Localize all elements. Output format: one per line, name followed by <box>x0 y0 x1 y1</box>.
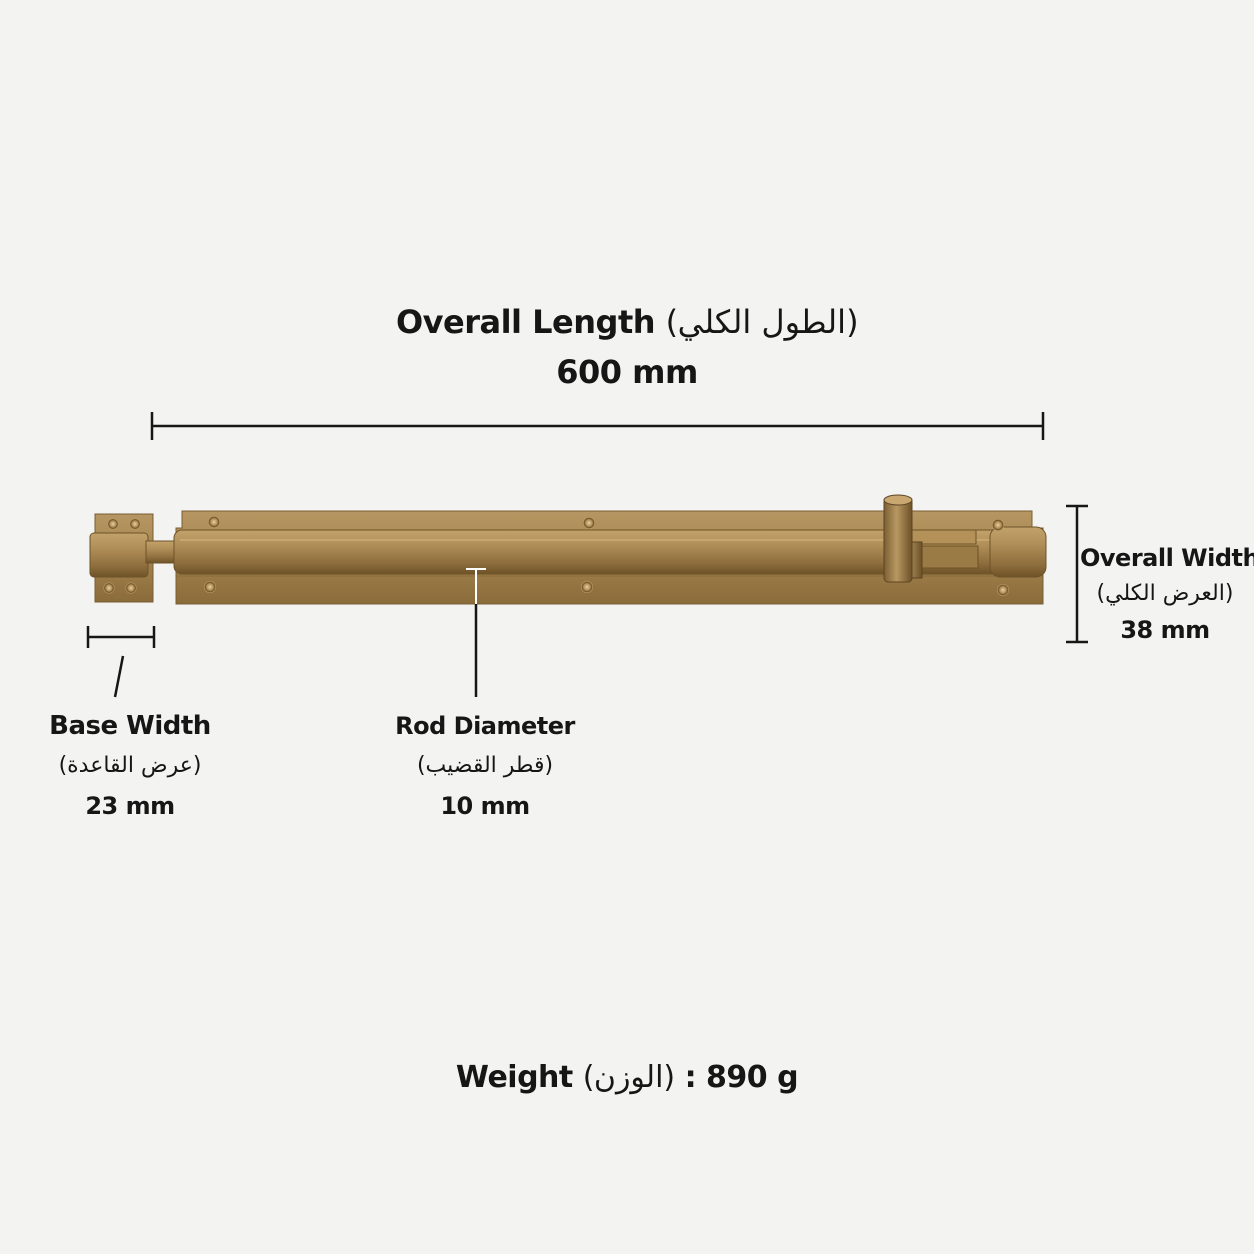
bolt-knob <box>883 494 979 583</box>
bolt-keeper <box>89 513 177 603</box>
overall-length-value: 600 mm <box>556 353 698 391</box>
screw-hole <box>129 518 141 530</box>
weight-title-ar: (الوزن) <box>582 1060 675 1095</box>
screw-hole <box>103 582 115 594</box>
base-width-title-ar: (عرض القاعدة) <box>58 753 202 778</box>
screw-hole <box>583 517 595 529</box>
screw-hole <box>107 518 119 530</box>
base-width-dimension <box>86 626 156 698</box>
bolt-rod <box>173 526 1047 578</box>
screw-hole <box>992 519 1004 531</box>
rod-diameter-title-ar: (قطر القضيب) <box>416 753 554 778</box>
screw-hole <box>997 584 1009 596</box>
base-width-value: 23 mm <box>85 792 175 820</box>
overall-length-dimension <box>150 412 1045 440</box>
rod-diameter-title: Rod Diameter <box>395 712 575 740</box>
weight-title: Weight <box>455 1060 573 1095</box>
screw-hole <box>204 581 216 593</box>
overall-length-label: Overall Length (الطول الكلي) 600 mm <box>327 300 927 400</box>
overall-width-dimension <box>1066 504 1088 644</box>
base-width-label: Base Width (عرض القاعدة) 23 mm <box>30 706 230 826</box>
overall-width-value: 38 mm <box>1120 616 1210 644</box>
rod-diameter-label: Rod Diameter (قطر القضيب) 10 mm <box>385 706 585 826</box>
screw-hole <box>208 516 220 528</box>
overall-width-label: Overall Width (العرض الكلي) 38 mm <box>1080 540 1254 648</box>
rod-diameter-dimension <box>466 568 486 697</box>
weight-value: 890 g <box>706 1060 799 1095</box>
rod-diameter-value: 10 mm <box>440 792 530 820</box>
weight-separator: : <box>684 1060 697 1095</box>
weight-label: Weight (الوزن) : 890 g <box>327 1058 927 1098</box>
screw-hole <box>125 582 137 594</box>
screw-hole <box>581 581 593 593</box>
plate-screw-holes <box>204 516 1009 596</box>
overall-width-title-ar: (العرض الكلي) <box>1096 581 1234 606</box>
overall-length-title: Overall Length <box>395 303 656 341</box>
base-width-title: Base Width <box>49 711 211 741</box>
overall-length-title-ar: (الطول الكلي) <box>665 303 859 341</box>
overall-width-title: Overall Width <box>1080 544 1254 572</box>
